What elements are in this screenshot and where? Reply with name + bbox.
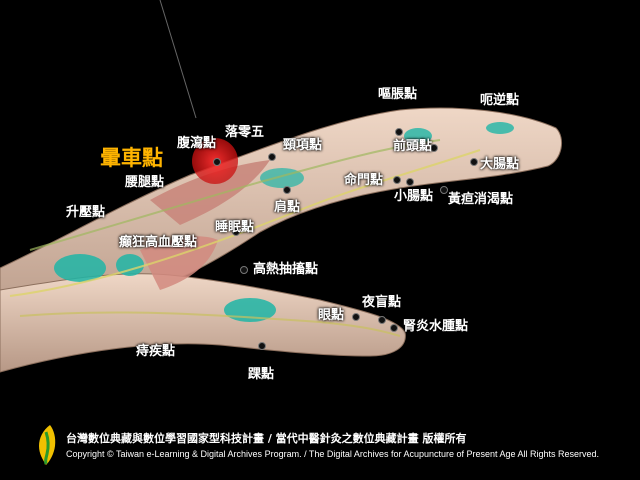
point-label: 腰腿點 bbox=[125, 175, 165, 190]
point-label: 癲狂高血壓點 bbox=[119, 235, 198, 250]
point-label: 腹瀉點 bbox=[177, 136, 217, 151]
footer: 台灣數位典藏與數位學習國家型科技計畫 / 當代中醫針灸之數位典藏計畫 版權所有 … bbox=[34, 424, 634, 465]
point-label: 黃疸消渴點 bbox=[448, 192, 514, 207]
point-label: 前頭點 bbox=[393, 139, 433, 154]
muscle-red-2 bbox=[140, 236, 218, 290]
muscle-teal-6 bbox=[486, 122, 514, 134]
point-label: 落零五 bbox=[225, 125, 265, 140]
point-label: 大腸點 bbox=[480, 157, 520, 172]
acupoint-dot bbox=[232, 228, 240, 236]
tendon-1 bbox=[9, 149, 481, 297]
acupoint-dot bbox=[240, 266, 248, 274]
muscle-teal-1 bbox=[54, 254, 106, 282]
taiwan-logo-icon bbox=[39, 425, 56, 465]
pointer-line bbox=[159, 0, 197, 119]
point-label: 高熱抽搐點 bbox=[253, 262, 319, 277]
acupoint-dot bbox=[430, 144, 438, 152]
acupoint-dot bbox=[258, 342, 266, 350]
point-label: 夜盲點 bbox=[362, 295, 402, 310]
acupoint-dot bbox=[390, 324, 398, 332]
acupoint-dot bbox=[440, 186, 448, 194]
acupoint-dot bbox=[406, 178, 414, 186]
point-label: 踝點 bbox=[248, 367, 275, 382]
muscle-teal-5 bbox=[404, 128, 432, 144]
acupoint-dot bbox=[393, 176, 401, 184]
point-label: 腎炎水腫點 bbox=[403, 319, 469, 334]
point-label: 眼點 bbox=[318, 308, 345, 323]
credit-english: Copyright © Taiwan e-Learning & Digital … bbox=[66, 449, 600, 459]
tendon-2 bbox=[19, 311, 401, 337]
point-label: 呃逆點 bbox=[480, 93, 520, 108]
credit-chinese: 台灣數位典藏與數位學習國家型科技計畫 / 當代中醫針灸之數位典藏計畫 版權所有 bbox=[66, 432, 467, 445]
acupoint-dot bbox=[378, 316, 386, 324]
point-label: 睡眠點 bbox=[215, 220, 255, 235]
acupoint-dot bbox=[470, 158, 478, 166]
point-label: 命門點 bbox=[344, 173, 384, 188]
acupoint-dot bbox=[213, 158, 221, 166]
point-label: 肩點 bbox=[274, 200, 301, 215]
hand-lower bbox=[0, 273, 406, 373]
point-label: 小腸點 bbox=[394, 189, 434, 204]
point-label: 痔疾點 bbox=[136, 344, 176, 359]
tendon-3 bbox=[29, 139, 441, 251]
acupoint-dot bbox=[395, 128, 403, 136]
point-label-highlight: 暈車點 bbox=[100, 146, 163, 170]
acupoint-dot bbox=[352, 313, 360, 321]
point-label: 升壓點 bbox=[66, 205, 106, 220]
point-label: 頸項點 bbox=[283, 138, 323, 153]
acupoint-dot bbox=[268, 153, 276, 161]
muscle-teal-2 bbox=[116, 254, 144, 276]
point-label: 嘔脹點 bbox=[378, 87, 418, 102]
acupoint-dot bbox=[283, 186, 291, 194]
muscle-red bbox=[150, 160, 270, 225]
